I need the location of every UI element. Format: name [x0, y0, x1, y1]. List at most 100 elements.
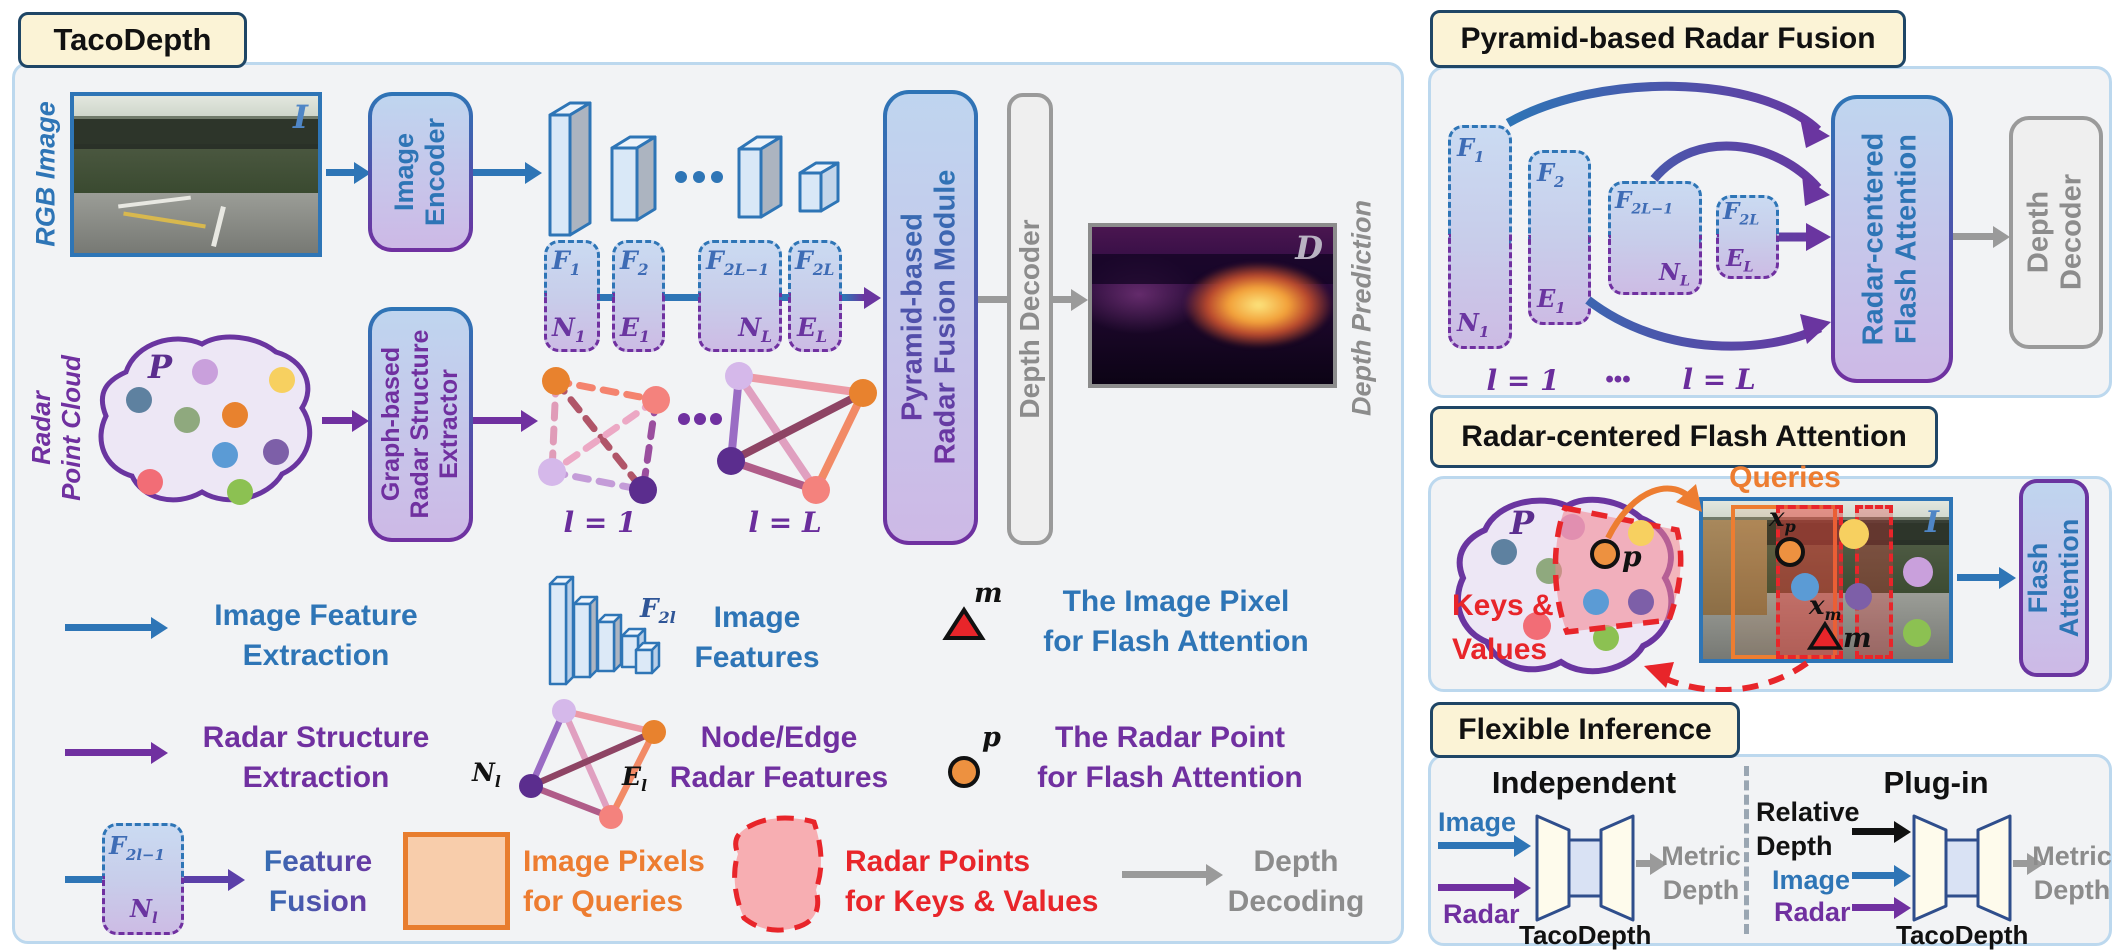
p1-fusion-arrows: [1505, 81, 1831, 351]
feature-block-f1n1: F1 N1: [544, 240, 600, 352]
decoder-to-prediction-arrow: [1053, 296, 1071, 303]
p1-block-f2lel: F2L EL: [1716, 195, 1779, 279]
ind-image-label: Image: [1438, 807, 1517, 837]
p-symbol: p: [982, 722, 1001, 753]
image-encoder-box: [368, 92, 473, 252]
xp-label: xp: [1769, 503, 1796, 537]
n1-label: N1: [552, 313, 586, 346]
p2-attention-image: I xp xm m: [1699, 497, 1953, 663]
depth-prediction-map: D: [1088, 223, 1337, 388]
f2l-lower-label: F2l: [640, 594, 676, 628]
node-edge-features-label: Node/Edge Radar Features: [669, 721, 889, 795]
feature-block-f2l1nl: F2L−1 NL: [698, 240, 782, 352]
graph-l1-edges: [548, 377, 660, 494]
f2lm1-lower-label: F2l−1: [109, 831, 165, 864]
fusion-out-arrow: [184, 876, 228, 883]
f2-label: F2: [620, 246, 649, 279]
rgb-image-label: RGB Image: [30, 101, 61, 247]
f2l-label: F2L: [795, 246, 835, 279]
depth-decoding-label: Depth Decoding: [1227, 845, 1365, 919]
p1-block-f2e1: F2 E1: [1528, 150, 1591, 325]
plg-tacodepth-network-icon: [1912, 814, 2012, 922]
p1-f1-label: F1: [1457, 133, 1485, 166]
p2-flash-attention-box: [2019, 479, 2089, 677]
nl-lower-label: Nl: [472, 758, 501, 791]
plg-relative-depth-arrow: [1852, 828, 1894, 835]
feature-block-f2e1: F2 E1: [612, 240, 665, 352]
p2-curved-arrows: [1605, 484, 1809, 692]
encoder-to-features-arrow: [473, 169, 525, 176]
radar-structure-extraction-arrow: [65, 749, 151, 756]
feature-fusion-label: Feature Fusion: [248, 842, 388, 922]
image-feature-slabs-icon: [548, 101, 840, 237]
p2-point-cloud-blob: [1454, 496, 1684, 675]
p1-depth-decoder-label: Depth Decoder: [2022, 173, 2088, 291]
fusion-feature-block: F2l−1 Nl: [102, 823, 184, 935]
feature-block-f2lel: F2L EL: [788, 240, 842, 352]
cloud-to-extractor-arrow: [322, 417, 352, 424]
level-first-label: l = 1: [563, 506, 637, 539]
depth-symbol: D: [1295, 229, 1323, 267]
keys-values-label: Keys & Values: [1452, 589, 1554, 666]
f1-label: F1: [552, 246, 581, 279]
image-feature-extraction-arrow: [65, 624, 151, 631]
f2l1-label: F2L−1: [706, 246, 770, 279]
p1-level-first-label: l = 1: [1486, 364, 1560, 397]
plg-relative-depth-label: Relative Depth: [1756, 797, 1860, 861]
p2-img-dot-green: [1903, 619, 1931, 647]
plg-image-label: Image: [1772, 865, 1851, 895]
plg-radar-arrow: [1852, 904, 1894, 911]
ind-metric-depth-label: Metric Depth: [1661, 841, 1741, 905]
p1-block-f2l1nl: F2L−1 NL: [1608, 181, 1702, 295]
ind-radar-label: Radar: [1443, 899, 1520, 929]
depth-decoder-box: [1007, 93, 1053, 545]
pyramid-fusion-title: Pyramid-based Radar Fusion: [1460, 22, 1876, 55]
flexible-inference-title-tab: Flexible Inference: [1430, 702, 1740, 758]
depth-decoding-arrow: [1122, 871, 1206, 878]
image-pixel-marker: [942, 606, 986, 640]
independent-title: Independent: [1491, 765, 1677, 800]
ind-image-arrow: [1438, 842, 1514, 849]
p2-img-dot-yellow: [1839, 519, 1869, 549]
image-pixels-queries-swatch: [403, 832, 510, 930]
radar-points: [126, 359, 295, 505]
flash-attention-title: Radar-centered Flash Attention: [1461, 420, 1907, 453]
e1-label: E1: [620, 313, 650, 346]
rcfa-box: [1831, 95, 1953, 383]
p2-cloud-symbol: P: [1510, 504, 1535, 542]
radar-extractor-box: [368, 307, 473, 542]
radar-extractor-label: Graph-based Radar Structure Extractor: [376, 329, 463, 519]
depth-prediction-label: Depth Prediction: [1346, 199, 1377, 417]
plg-metric-depth-label: Metric Depth: [2032, 841, 2112, 905]
p1-ellipsis: •••: [1605, 366, 1631, 393]
radar-point-cloud-blob: [98, 334, 313, 505]
inference-divider: [1744, 766, 1749, 934]
radar-point-marker: [948, 756, 980, 788]
plugin-title: Plug-in: [1883, 765, 1989, 800]
main-panel-title: TacoDepth: [53, 22, 212, 57]
queries-label: Queries: [1729, 461, 1841, 494]
ind-tacodepth-network-icon: [1535, 814, 1635, 922]
graph-l1-nodes: [538, 367, 670, 504]
el-label: EL: [797, 313, 827, 346]
fusion-module-box: [883, 90, 978, 545]
node-edge-features-icon: [519, 699, 666, 829]
image-pixels-queries-label: Image Pixels for Queries: [523, 845, 705, 919]
extractor-to-graphs-arrow: [473, 417, 521, 424]
m-symbol: m: [974, 578, 1003, 609]
p2-img-dot-purple: [1845, 583, 1872, 610]
xp-point: [1775, 537, 1805, 567]
image-features-icon: [548, 575, 661, 686]
p1-f2l1-label: F2L−1: [1615, 187, 1674, 218]
fusion-in-arrow: [65, 876, 105, 883]
p1-rcfa-to-decoder-arrow: [1953, 233, 1993, 240]
radar-points-kv-label: Radar Points for Keys & Values: [845, 845, 1099, 919]
rgb-input-image: I: [70, 92, 322, 257]
p2-img-dot-blue: [1791, 573, 1819, 601]
flash-attention-title-tab: Radar-centered Flash Attention: [1430, 406, 1938, 468]
ind-model-label: TacoDepth: [1519, 920, 1652, 950]
slab-ellipsis-dots: [675, 171, 723, 183]
level-last-label: l = L: [748, 506, 822, 539]
radar-structure-extraction-label: Radar Structure Extraction: [202, 721, 430, 795]
